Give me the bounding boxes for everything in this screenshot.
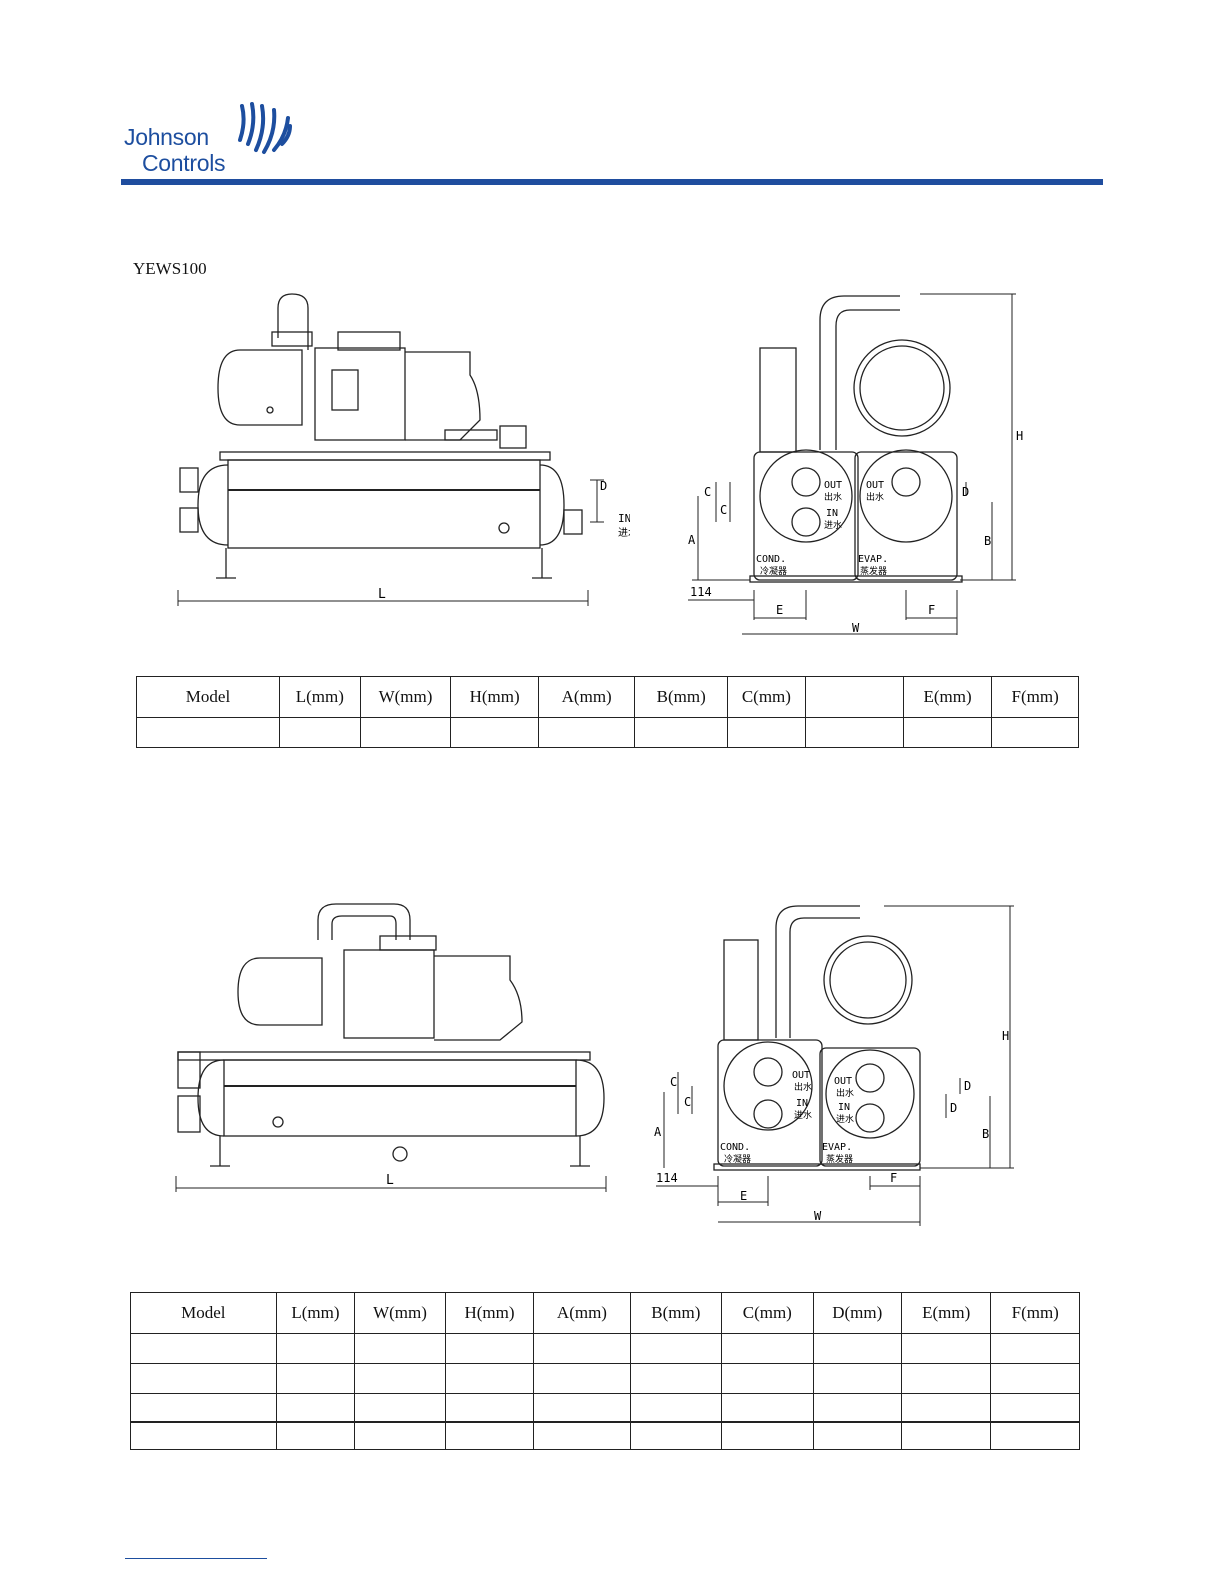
end1-label-evap-cn: 蒸发器: [860, 565, 887, 577]
end1-label-C2: C: [720, 503, 727, 517]
end1-label-cond-cn: 冷凝器: [760, 565, 787, 577]
footer-rule: [125, 1558, 267, 1559]
side1-label-in: IN: [618, 512, 630, 525]
end2-label-in2: IN: [838, 1102, 850, 1113]
end1-label-cond: COND.: [756, 554, 786, 565]
col-model: Model: [136, 676, 280, 718]
end2-label-A: A: [654, 1125, 662, 1139]
table-header-row: Model L(mm) W(mm) H(mm) A(mm) B(mm) C(mm…: [136, 676, 1079, 718]
end2-label-in-cn: 进水: [794, 1109, 812, 1121]
side-view-drawing-2: L: [175, 903, 607, 1192]
col-c: C(mm): [727, 676, 806, 718]
end2-label-E: E: [740, 1189, 747, 1203]
col-e: E(mm): [900, 1292, 992, 1334]
end1-label-evap: EVAP.: [858, 554, 888, 565]
col-c: C(mm): [721, 1292, 814, 1334]
end2-label-out: OUT: [792, 1070, 810, 1081]
end2-label-out2: OUT: [834, 1076, 852, 1087]
table-row: [130, 1420, 1080, 1450]
end2-label-C2: C: [684, 1095, 691, 1109]
end2-label-114: 114: [656, 1171, 678, 1185]
end2-label-C: C: [670, 1075, 677, 1089]
end2-label-B: B: [982, 1127, 989, 1141]
col-l: L(mm): [275, 1292, 356, 1334]
end2-label-in2-cn: 进水: [836, 1113, 854, 1125]
table-row: [130, 1363, 1080, 1394]
end1-label-H: H: [1016, 429, 1023, 443]
col-b: B(mm): [634, 676, 729, 718]
johnson-controls-logo: Johnson Controls: [122, 98, 302, 180]
end1-label-E: E: [776, 603, 783, 617]
end1-label-F: F: [928, 603, 935, 617]
col-e: E(mm): [902, 676, 993, 718]
table-row: [130, 1333, 1080, 1364]
logo-word-controls: Controls: [142, 150, 226, 176]
logo-mark-icon: [238, 102, 292, 154]
col-a: A(mm): [537, 676, 636, 718]
end2-label-evap: EVAP.: [822, 1142, 852, 1153]
logo-word-johnson: Johnson: [124, 124, 209, 150]
end1-label-B: B: [984, 534, 991, 548]
col-l: L(mm): [279, 676, 361, 718]
table-row: [130, 1393, 1080, 1422]
col-f: F(mm): [991, 676, 1079, 718]
col-w: W(mm): [354, 1292, 446, 1334]
end2-label-out-cn: 出水: [794, 1081, 812, 1093]
col-d: D(mm): [812, 1292, 903, 1334]
end2-label-H: H: [1002, 1029, 1009, 1043]
end2-label-evap-cn: 蒸发器: [826, 1153, 853, 1165]
col-model: Model: [130, 1292, 277, 1334]
col-h: H(mm): [450, 676, 539, 718]
end2-label-out2-cn: 出水: [836, 1087, 854, 1099]
col-f: F(mm): [990, 1292, 1080, 1334]
end2-label-W: W: [814, 1209, 822, 1223]
end1-label-114: 114: [690, 585, 712, 599]
end2-label-D: D: [964, 1079, 971, 1093]
side1-label-L: L: [378, 587, 386, 602]
col-w: W(mm): [359, 676, 452, 718]
end1-label-out2-cn: 出水: [866, 491, 884, 503]
dimension-table-2: Model L(mm) W(mm) H(mm) A(mm) B(mm) C(mm…: [130, 1292, 1080, 1450]
end1-label-in-cn: 进水: [824, 519, 842, 531]
end-view-drawing-1: H A C C D B 114 E F W OUT 出水 IN 进水 OUT 出…: [688, 293, 1023, 635]
end1-label-in: IN: [826, 508, 838, 519]
model-title: YEWS100: [133, 259, 207, 278]
header-rule: [121, 179, 1103, 185]
col-b: B(mm): [629, 1292, 723, 1334]
col-h: H(mm): [444, 1292, 535, 1334]
table-header-row: Model L(mm) W(mm) H(mm) A(mm) B(mm) C(mm…: [130, 1292, 1080, 1334]
end2-label-cond: COND.: [720, 1142, 750, 1153]
end2-label-D2: D: [950, 1101, 957, 1115]
end1-label-out-cn: 出水: [824, 491, 842, 503]
end1-label-C: C: [704, 485, 711, 499]
end1-label-out: OUT: [824, 480, 842, 491]
end-view-drawing-2: H A C C D D B 114 E F W OUT 出水 IN 进水 OUT…: [654, 905, 1014, 1226]
side-view-drawing-1: L D IN 进水: [177, 293, 630, 606]
side2-label-L: L: [386, 1173, 394, 1188]
end1-label-out2: OUT: [866, 480, 884, 491]
end2-label-in: IN: [796, 1098, 808, 1109]
table-row: [136, 717, 1079, 748]
col-blank: [804, 676, 904, 718]
dimension-table-1: Model L(mm) W(mm) H(mm) A(mm) B(mm) C(mm…: [136, 676, 1079, 748]
end1-label-A: A: [688, 533, 696, 547]
col-a: A(mm): [533, 1292, 631, 1334]
end1-label-D: D: [962, 485, 969, 499]
end1-label-W: W: [852, 621, 860, 635]
side1-label-D: D: [600, 479, 607, 493]
end2-label-F: F: [890, 1171, 897, 1185]
side1-label-in-cn: 进水: [618, 527, 630, 539]
end2-label-cond-cn: 冷凝器: [724, 1153, 751, 1165]
